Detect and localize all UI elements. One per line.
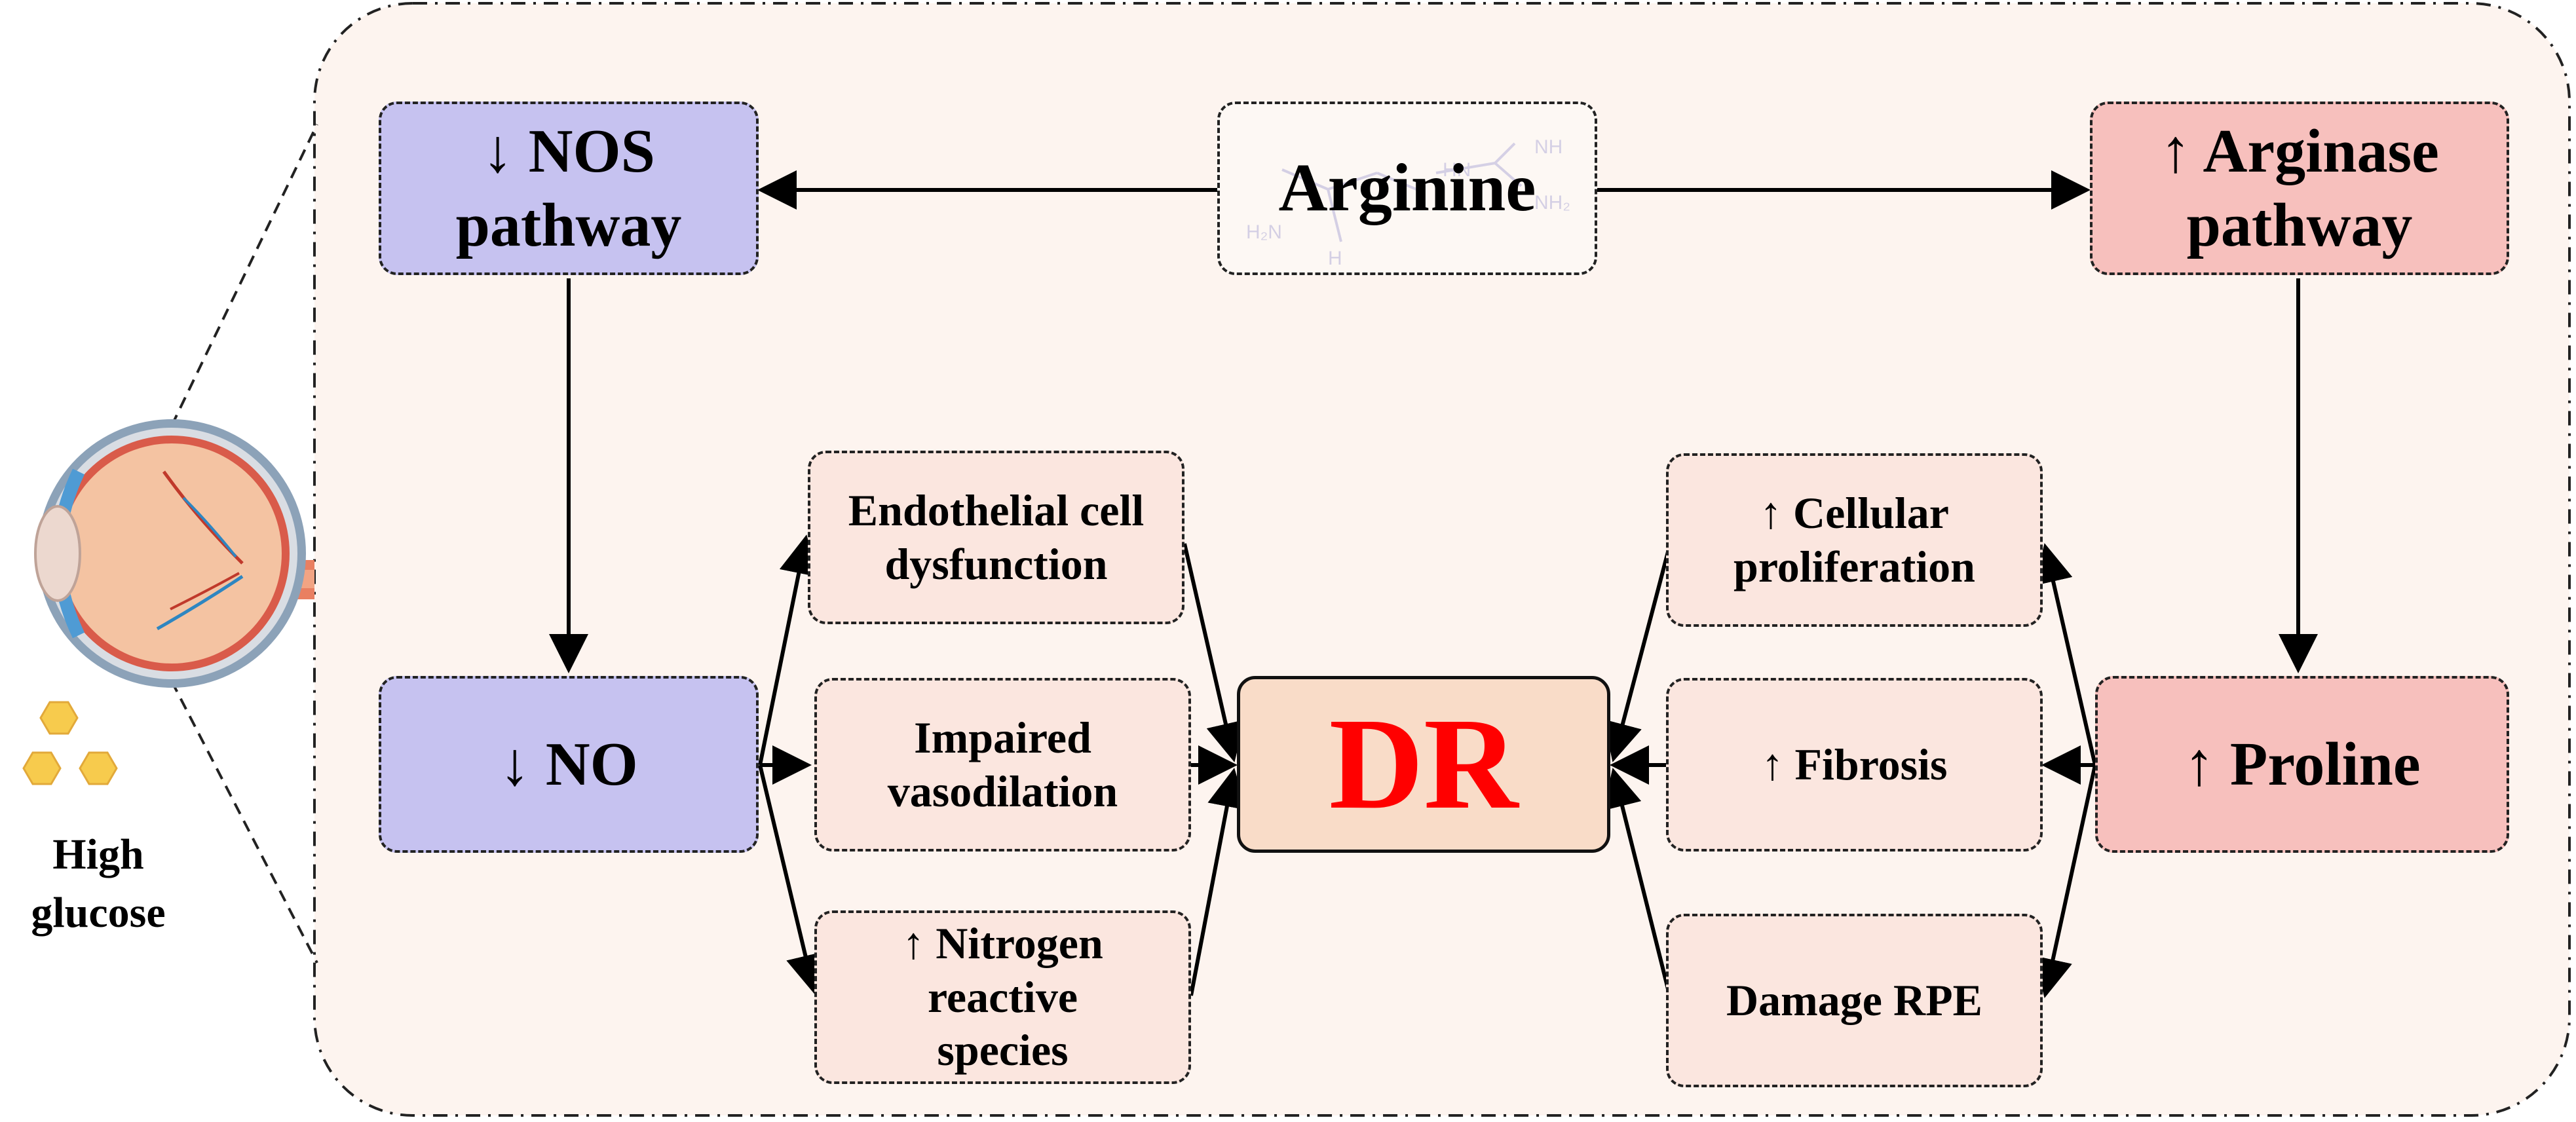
rpe-label: Damage RPE [1726,975,1982,1025]
arrow-proline-to-rpe [2034,764,2097,998]
no-box: ↓ NO [379,676,759,853]
mol-label-nh2: NH₂ [1534,192,1570,214]
mol-label-h2n: H₂N [1246,221,1282,243]
nos-pathway-label: ↓ NOS pathway [455,117,682,259]
arginine-molecule-icon: NH HN H₂N NH₂ H [1246,136,1570,269]
arginine-box: NH HN H₂N NH₂ H Arginine [1217,102,1597,275]
proline-label: ↑ Proline [2184,730,2421,798]
mol-label-nh: NH [1534,136,1563,158]
arginase-pathway-box: ↑ Arginase pathway [2090,102,2509,275]
high-glucose-label: High glucose [31,831,166,937]
no-label: ↓ NO [499,730,638,798]
zoom-line-top [170,124,318,426]
glucose-icon [22,701,118,785]
proliferation-box: ↑ Cellular proliferation [1666,453,2043,627]
endothelial-label: Endothelial cell dysfunction [848,485,1145,589]
fibrosis-box: ↑ Fibrosis [1666,678,2043,851]
vasodilation-label: Impaired vasodilation [887,712,1118,816]
arrow-endothelial-to-dr [1183,543,1245,762]
arrow-rpe-to-dr [1602,768,1671,995]
arginase-pathway-label: ↑ Arginase pathway [2160,117,2439,259]
dr-label: DR [1329,692,1519,836]
nos-pathway-box: ↓ NOS pathway [379,102,759,275]
arrow-nitrogen-to-dr [1189,768,1247,996]
eye-icon [34,419,314,688]
arrow-no-to-nitrogen [758,764,825,994]
rpe-box: Damage RPE [1666,914,2043,1087]
arrow-proline-to-proliferation [2034,543,2097,766]
arrow-no-to-endothelial [758,534,818,766]
vasodilation-box: Impaired vasodilation [814,678,1191,851]
endothelial-box: Endothelial cell dysfunction [808,451,1184,624]
nitrogen-label: ↑ Nitrogen reactive species [902,918,1103,1075]
mol-label-hn: HN [1443,159,1471,181]
zoom-line-bottom [170,681,318,963]
arginine-label: Arginine [1278,150,1536,226]
arrow-proliferation-to-dr [1603,546,1671,762]
fibrosis-label: ↑ Fibrosis [1761,739,1948,789]
mol-label-h: H [1328,248,1342,269]
nitrogen-box: ↑ Nitrogen reactive species [814,910,1191,1084]
proliferation-label: ↑ Cellular proliferation [1733,487,1975,591]
dr-box: DR [1237,676,1610,853]
proline-box: ↑ Proline [2095,676,2509,853]
